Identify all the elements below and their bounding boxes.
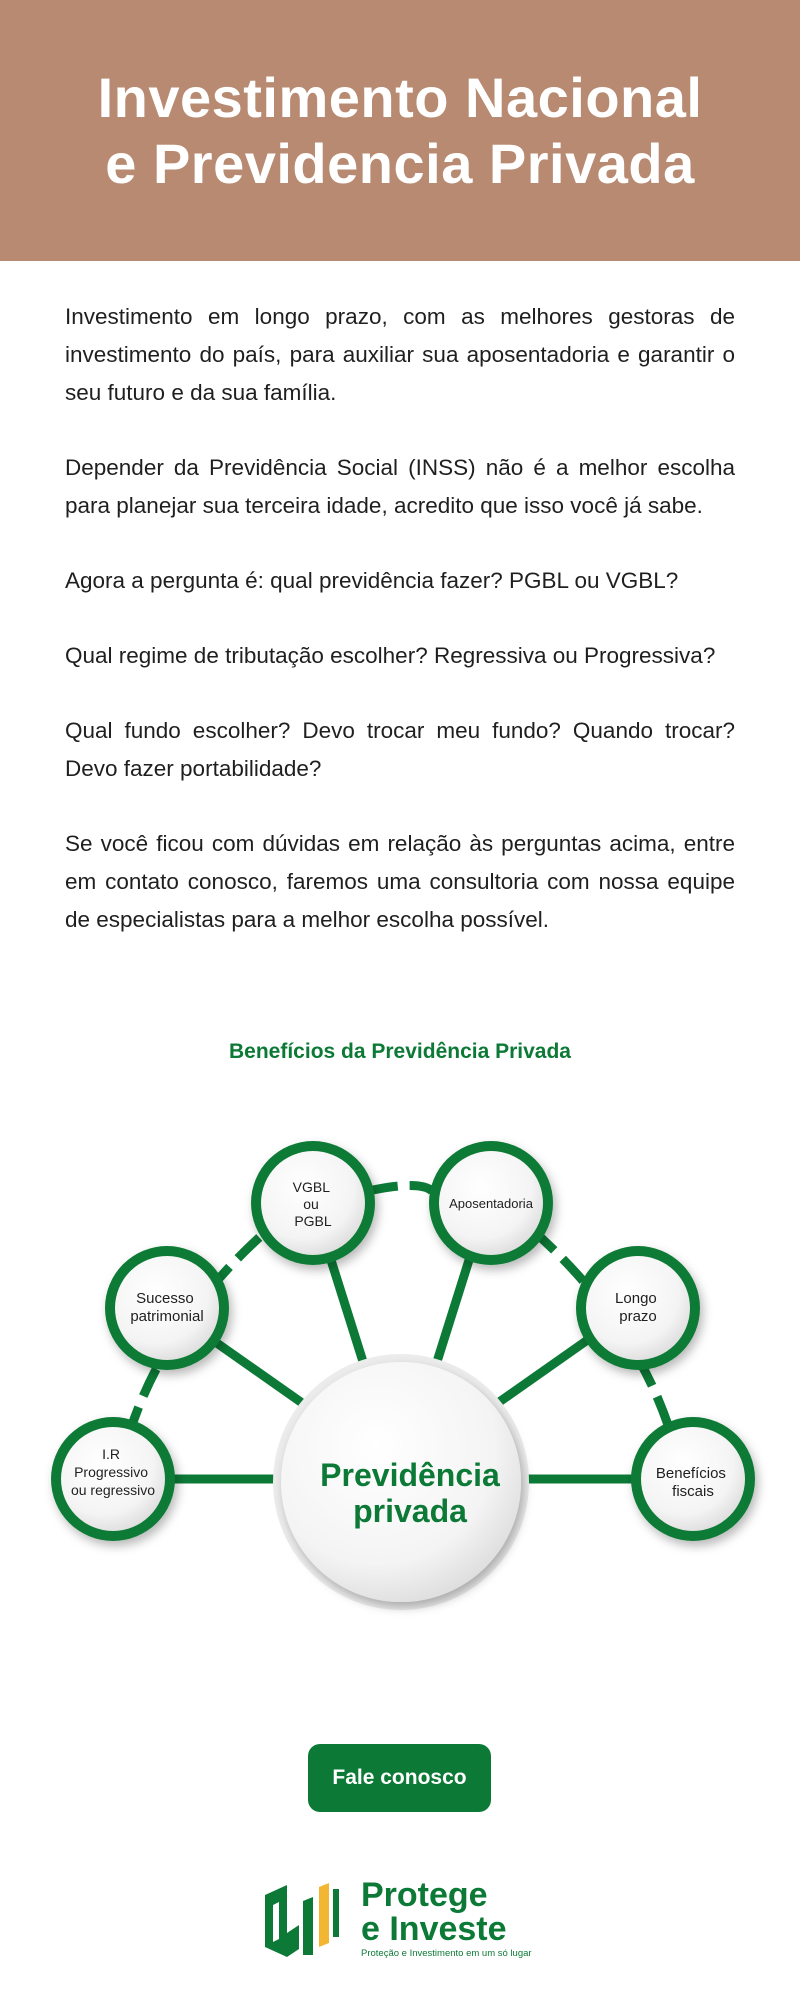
svg-text:Sucesso patrimonial: Sucesso patrimonial <box>130 1290 203 1325</box>
intro-paragraph: Qual fundo escolher? Devo trocar meu fun… <box>65 718 735 781</box>
logo-icon <box>265 1883 339 1957</box>
svg-text:Longo prazo: Longo prazo <box>615 1290 661 1325</box>
logo-name-line-1: Protege <box>361 1875 488 1914</box>
benefits-title: Benefícios da Previdência Privada <box>229 1040 571 1063</box>
svg-text:VGBL ou PGBL: VGBL ou PGBL <box>293 1179 334 1229</box>
center-node-label-1: Previdência <box>320 1457 500 1493</box>
contact-button[interactable]: Fale conosco <box>308 1744 491 1812</box>
benefit-node-label: Sucesso <box>136 1290 194 1307</box>
benefit-node-beneficios-fiscais: Benefícios fiscais <box>631 1417 755 1541</box>
benefit-node-label: Benefícios <box>656 1465 726 1482</box>
page-title-line-2: e Previdencia Privada <box>105 131 695 195</box>
benefit-node-label: PGBL <box>294 1213 332 1229</box>
benefit-node-label: ou <box>303 1196 319 1212</box>
intro-paragraph: Agora a pergunta é: qual previdência faz… <box>65 568 679 593</box>
benefit-node-longo-prazo: Longo prazo <box>576 1246 700 1370</box>
benefit-node-label: Progressivo <box>74 1464 148 1480</box>
center-node-label-2: privada <box>353 1493 467 1529</box>
benefits-diagram: Previdência privada I.R Progressivo ou r… <box>51 1141 755 1610</box>
benefit-node-label: fiscais <box>672 1483 714 1500</box>
svg-text:Benefícios fiscais: Benefícios fiscais <box>656 1465 730 1500</box>
intro-paragraph: Depender da Previdência Social (INSS) nã… <box>65 455 735 518</box>
benefit-node-vgbl: VGBL ou PGBL <box>251 1141 375 1265</box>
benefit-node-label: Longo <box>615 1290 657 1307</box>
svg-text:I.R Progressivo ou: I.R Progressivo ou regressivo <box>71 1446 155 1498</box>
spokes <box>108 1198 692 1484</box>
intro-paragraph: Investimento em longo prazo, com as melh… <box>65 304 735 405</box>
benefit-node-label: prazo <box>619 1308 657 1325</box>
intro-text: Investimento em longo prazo, com as melh… <box>65 298 735 976</box>
logo-wordmark: Protege e Investe Proteção e Investiment… <box>361 1878 532 1959</box>
intro-paragraph: Qual regime de tributação escolher? Regr… <box>65 643 716 668</box>
benefit-node-label: VGBL <box>293 1179 331 1195</box>
benefit-node-label: ou regressivo <box>71 1482 155 1498</box>
logo-tagline: Proteção e Investimento em um só lugar <box>361 1947 532 1959</box>
benefit-node-aposentadoria: Aposentadoria <box>429 1141 553 1265</box>
page-header: Investimento Nacional e Previdencia Priv… <box>0 0 800 261</box>
benefit-node-ir: I.R Progressivo ou regressivo <box>51 1417 175 1541</box>
benefit-node-sucesso: Sucesso patrimonial <box>105 1246 229 1370</box>
intro-paragraph: Se você ficou com dúvidas em relação às … <box>65 831 735 932</box>
benefit-node-label: I.R <box>102 1446 120 1462</box>
brand-logo: Protege e Investe Proteção e Investiment… <box>265 1878 532 1959</box>
logo-name-line-2: e Investe <box>361 1909 507 1948</box>
benefit-node-label: patrimonial <box>130 1308 203 1325</box>
page-title-line-1: Investimento Nacional <box>97 65 703 129</box>
benefit-node-label: Aposentadoria <box>449 1196 534 1211</box>
page-title: Investimento Nacional e Previdencia Priv… <box>98 65 703 197</box>
center-node: Previdência privada <box>273 1354 529 1610</box>
